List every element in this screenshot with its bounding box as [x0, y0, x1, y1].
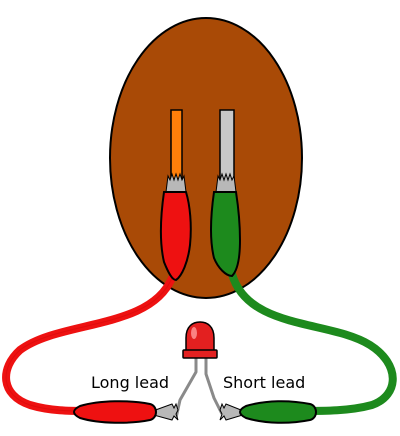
green-alligator-clip-bottom	[219, 400, 317, 424]
short-lead-label: Short lead	[223, 373, 305, 392]
red-alligator-clip-bottom	[73, 400, 179, 424]
green-wire	[228, 270, 397, 415]
led-short-lead	[204, 358, 224, 415]
long-lead-label: Long lead	[91, 373, 169, 392]
red-led	[182, 321, 218, 359]
copper-electrode	[170, 109, 183, 185]
green-alligator-clip	[210, 191, 242, 278]
red-clip-jaw	[165, 172, 187, 193]
potato	[109, 17, 303, 299]
red-wire	[2, 274, 176, 415]
red-alligator-clip	[160, 191, 192, 282]
red-wire-outline	[5, 277, 173, 412]
led-long-lead	[174, 358, 198, 419]
green-clip-jaw	[215, 172, 237, 193]
